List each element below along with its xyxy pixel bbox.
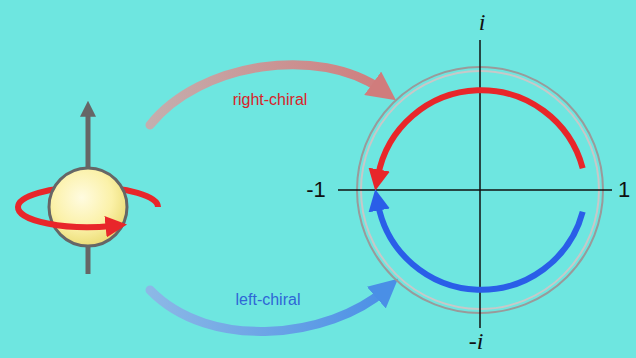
red-phase-arc (378, 90, 583, 176)
axis-label: -i (469, 328, 484, 354)
axis-label: -1 (306, 178, 326, 202)
axis-label: 1 (618, 178, 630, 202)
arrow-label: left-chiral (236, 291, 301, 309)
axis-label: i (479, 9, 486, 35)
particle-sphere (49, 168, 127, 246)
right-chiral-arrow (150, 65, 382, 125)
left-chiral-arrow (150, 290, 385, 331)
imaginary-axis (479, 40, 481, 328)
blue-phase-arc (378, 204, 583, 290)
arrow-label: right-chiral (233, 91, 308, 109)
real-axis (338, 189, 612, 191)
rotation-ring-front (18, 207, 112, 227)
